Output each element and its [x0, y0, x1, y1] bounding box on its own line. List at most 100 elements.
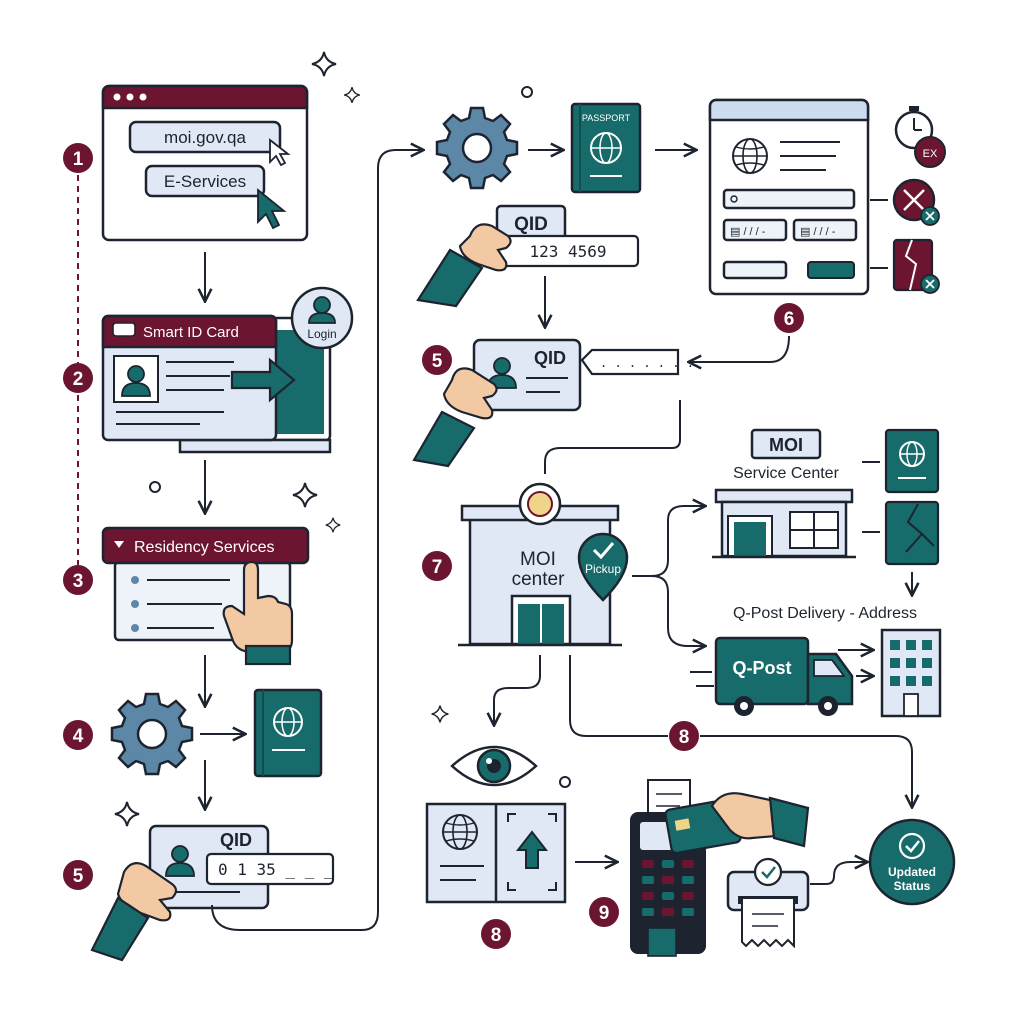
- step-badge-8-bottom: 8: [481, 919, 511, 949]
- address-building-icon: [880, 628, 942, 718]
- qid-card-entry: QID 0 1 35 _ _ _: [90, 824, 335, 962]
- pointing-hand-icon: [222, 560, 294, 666]
- svg-text:Service Center: Service Center: [733, 465, 839, 482]
- cursor-icon: [269, 138, 291, 167]
- hand-icon: [416, 223, 512, 308]
- sparkle-icon: [114, 801, 140, 827]
- svg-text:Login: Login: [307, 327, 336, 341]
- sparkle-icon: [430, 704, 450, 724]
- svg-text:123 4569: 123 4569: [529, 242, 606, 261]
- browser-window: moi.gov.qa E-Services: [101, 84, 309, 242]
- document-scan-icon: [425, 802, 567, 904]
- rejected-icon: [892, 178, 940, 226]
- step-badge-7: 7: [422, 551, 452, 581]
- svg-text:PASSPORT: PASSPORT: [582, 113, 631, 123]
- qid-top-entry: QID 123 4569: [416, 204, 640, 308]
- eye-icon: [450, 745, 538, 787]
- moi-center-building: MOI center Pickup: [458, 482, 629, 647]
- url-bar[interactable]: moi.gov.qa: [128, 120, 282, 154]
- svg-text:QID: QID: [220, 830, 252, 850]
- receipt-printer-icon: [726, 857, 810, 949]
- qid-top-number-field[interactable]: 123 4569: [496, 234, 640, 268]
- passport-icon: PASSPORT: [570, 102, 642, 194]
- sparkle-icon: [343, 86, 361, 104]
- svg-text:MOI: MOI: [769, 435, 803, 455]
- damaged-document-icon: [884, 500, 940, 566]
- svg-text:4: 4: [73, 726, 84, 747]
- svg-text:Residency Services: Residency Services: [134, 539, 275, 556]
- residency-services-menu: Residency Services: [101, 526, 310, 666]
- passport-icon: [884, 428, 940, 494]
- passport-icon: [253, 688, 323, 778]
- sparkle-icon: [325, 517, 341, 533]
- payment-terminal: [630, 779, 810, 957]
- step-badge-9: 9: [589, 897, 619, 927]
- svg-text:. . . . . . .: . . . . . . .: [600, 356, 694, 370]
- cursor-icon: [257, 188, 287, 230]
- qpost-truck: Q-Post: [690, 636, 854, 716]
- step-badge-4: 4: [63, 720, 93, 750]
- svg-text:Pickup: Pickup: [585, 562, 621, 576]
- svg-text:center: center: [512, 569, 565, 590]
- svg-text:8: 8: [679, 727, 690, 748]
- svg-text:2: 2: [73, 369, 84, 390]
- svg-text:5: 5: [432, 351, 443, 372]
- submit-button[interactable]: [807, 261, 855, 279]
- step-badge-8-middle: 8: [669, 721, 699, 751]
- pickup-pin[interactable]: Pickup: [577, 532, 629, 602]
- svg-text:QID: QID: [534, 348, 566, 368]
- residency-services-dropdown[interactable]: Residency Services: [101, 526, 310, 565]
- damaged-passport-icon: [892, 238, 940, 294]
- qid-verify-card: QID . . . . . . .: [412, 338, 694, 468]
- chevron-down-icon: [114, 541, 124, 548]
- moi-label-box: MOI: [750, 428, 822, 460]
- moi-service-center: MOI Service Center: [712, 428, 856, 559]
- eservices-button[interactable]: E-Services: [144, 164, 266, 198]
- svg-text:9: 9: [599, 903, 610, 924]
- svg-text:5: 5: [73, 866, 84, 887]
- date-field-b[interactable]: ▤ / / / -: [792, 218, 858, 242]
- step-badge-1: 1: [63, 143, 93, 173]
- cancel-button[interactable]: [722, 260, 788, 280]
- svg-text:Q-Post: Q-Post: [732, 658, 791, 678]
- svg-text:E-Services: E-Services: [164, 172, 246, 191]
- hand-icon: [710, 792, 810, 848]
- qpost-delivery-title: Q-Post Delivery - Address: [733, 605, 917, 622]
- sparkle-icon: [311, 51, 337, 77]
- name-field[interactable]: [722, 188, 856, 210]
- svg-text:QID: QID: [514, 214, 548, 235]
- qid-number-field[interactable]: 0 1 35 _ _ _: [205, 852, 335, 886]
- date-field-a[interactable]: ▤ / / / -: [722, 218, 788, 242]
- hand-icon: [412, 367, 498, 468]
- svg-text:moi.gov.qa: moi.gov.qa: [164, 128, 246, 147]
- expired-clock-icon: EX: [894, 106, 946, 168]
- svg-text:EX: EX: [923, 148, 938, 160]
- step-badge-5-left: 5: [63, 860, 93, 890]
- svg-text:6: 6: [784, 309, 795, 330]
- svg-text:▤ / / / -: ▤ / / / -: [730, 226, 766, 238]
- gear-icon: [435, 106, 519, 190]
- svg-text:▤ / / / -: ▤ / / / -: [800, 226, 836, 238]
- gear-icon: [110, 692, 194, 776]
- svg-text:1: 1: [73, 149, 84, 170]
- login-arrow-icon: [230, 357, 296, 403]
- smart-id-login: Smart ID Card Login: [101, 286, 354, 454]
- step-badge-5-middle: 5: [422, 345, 452, 375]
- step-badge-2: 2: [63, 363, 93, 393]
- svg-text:Updated: Updated: [888, 865, 936, 879]
- login-avatar-button[interactable]: Login: [290, 286, 354, 350]
- svg-text:3: 3: [73, 571, 84, 592]
- svg-text:Smart ID Card: Smart ID Card: [143, 324, 239, 341]
- svg-text:0 1 35 _ _ _: 0 1 35 _ _ _: [218, 860, 334, 879]
- sparkle-icon: [292, 482, 318, 508]
- step-badge-6: 6: [774, 303, 804, 333]
- smart-id-card: Smart ID Card: [101, 314, 278, 442]
- renewal-form-window: ▤ / / / - ▤ / / / -: [708, 98, 870, 296]
- hand-icon: [90, 861, 178, 962]
- svg-text:7: 7: [432, 557, 443, 578]
- updated-status-badge: Updated Status: [868, 818, 956, 906]
- svg-text:8: 8: [491, 925, 502, 946]
- svg-text:Status: Status: [894, 879, 931, 893]
- qid-verify-field[interactable]: . . . . . . .: [580, 348, 694, 376]
